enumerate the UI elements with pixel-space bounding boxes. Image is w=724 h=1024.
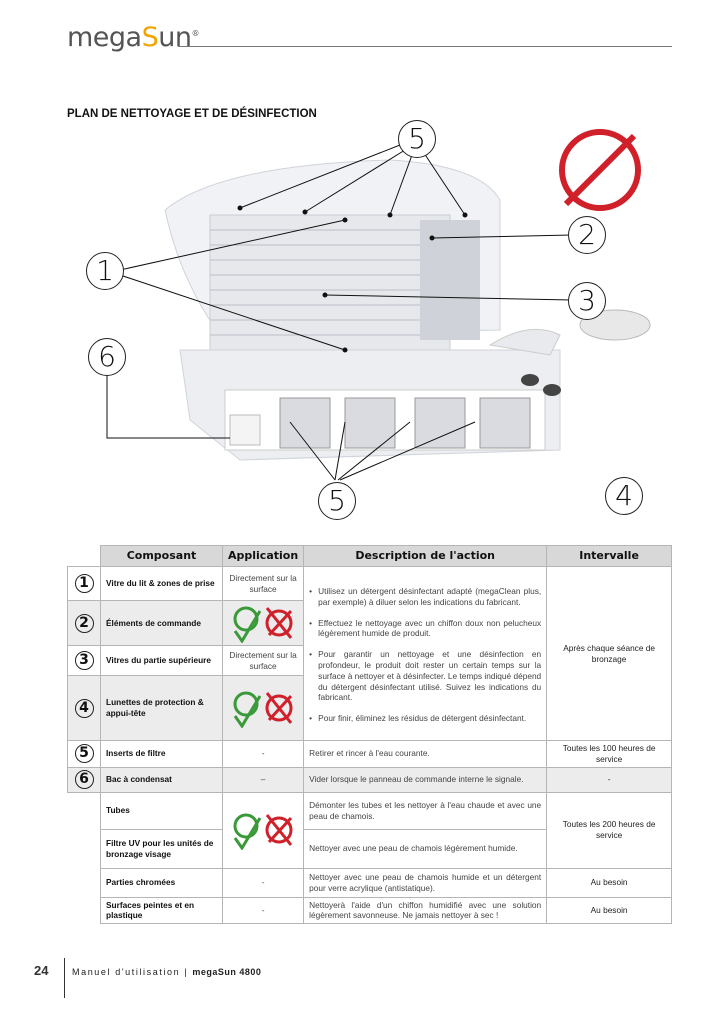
application-cell: Directement sur la surface xyxy=(221,566,305,601)
spray-forbidden-icon xyxy=(265,814,293,846)
callout-3: 3 xyxy=(568,282,606,320)
application-icons xyxy=(221,791,305,869)
component-cell: Vitre du lit & zones de prise xyxy=(100,566,223,601)
page-title: PLAN DE NETTOYAGE ET DE DÉSINFECTION xyxy=(67,108,317,120)
component-cell: Parties chromées xyxy=(100,867,223,898)
description-cell: Nettoyer avec une peau de chamois légère… xyxy=(303,828,548,869)
description-cell: Nettoyer avec une peau de chamois humide… xyxy=(303,867,548,898)
header-description: Description de l'action xyxy=(303,545,548,567)
footer-manual-title: Manuel d'utilisation | megaSun 4800 xyxy=(72,967,262,977)
callout-5-bottom: 5 xyxy=(318,482,356,520)
spray-forbidden-icon xyxy=(265,692,293,724)
component-cell: Lunettes de protection & appui-tête xyxy=(100,675,223,741)
component-cell: Bac à condensat xyxy=(100,766,223,793)
application-cell: - xyxy=(221,867,305,898)
interval-cell: Toutes les 200 heures de service xyxy=(546,791,672,869)
row-number: 4 xyxy=(74,698,94,718)
application-icons xyxy=(221,600,305,646)
callout-4: 4 xyxy=(605,477,643,515)
header-application: Application xyxy=(221,545,305,567)
callout-6: 6 xyxy=(88,338,126,376)
callout-2: 2 xyxy=(568,216,606,254)
row-number: 2 xyxy=(74,613,94,633)
interval-cell: Toutes les 100 heures de service xyxy=(546,740,672,768)
header-rule xyxy=(178,46,672,47)
description-bullet: Pour garantir un nettoyage et une désinf… xyxy=(309,649,541,703)
spray-allowed-icon xyxy=(233,691,262,728)
header-composant: Composant xyxy=(100,545,223,567)
application-cell: – xyxy=(221,766,305,793)
description-bullet: Pour finir, éliminez les résidus de déte… xyxy=(309,713,541,724)
description-cell: Vider lorsque le panneau de commande int… xyxy=(303,766,548,793)
row-number: 5 xyxy=(74,744,94,764)
application-cell: Directement sur la surface xyxy=(221,645,305,676)
group-description: Utilisez un détergent désinfectant adapt… xyxy=(303,566,548,741)
tanning-bed-illustration: 5 1 2 3 6 4 5 xyxy=(60,120,680,530)
cleaning-table: Composant Application Description de l'a… xyxy=(67,545,672,925)
row-number: 1 xyxy=(74,574,94,593)
component-cell: Éléments de commande xyxy=(100,600,223,646)
interval-cell: Au besoin xyxy=(546,896,672,925)
component-cell: Surfaces peintes et en plastique xyxy=(100,896,223,925)
footer-divider xyxy=(64,958,65,998)
component-cell: Filtre UV pour les unités de bronzage vi… xyxy=(100,828,223,869)
application-cell: - xyxy=(221,896,305,925)
spray-allowed-icon xyxy=(233,606,262,643)
header-intervalle: Intervalle xyxy=(546,545,672,567)
component-cell: Vitres du partie supérieure xyxy=(100,645,223,676)
interval-cell: Au besoin xyxy=(546,867,672,898)
spray-allowed-icon xyxy=(233,813,262,851)
spray-forbidden-icon xyxy=(265,607,293,639)
description-bullet: Effectuez le nettoyage avec un chiffon d… xyxy=(309,618,541,640)
description-cell: Démonter les tubes et les nettoyer à l'e… xyxy=(303,791,548,830)
interval-cell: Après chaque séance de bronzage xyxy=(546,566,672,741)
callout-5-top: 5 xyxy=(398,120,436,158)
row-number: 6 xyxy=(74,770,94,790)
application-cell: - xyxy=(221,740,305,768)
interval-cell: - xyxy=(546,766,672,793)
description-cell: Retirer et rincer à l'eau courante. xyxy=(303,740,548,768)
page-number: 24 xyxy=(34,963,49,978)
callout-1: 1 xyxy=(86,252,124,290)
application-icons xyxy=(221,675,305,741)
component-cell: Inserts de filtre xyxy=(100,740,223,768)
megasun-logo: megaSun® xyxy=(67,22,199,53)
description-bullet: Utilisez un détergent désinfectant adapt… xyxy=(309,586,541,608)
row-number: 3 xyxy=(74,651,94,670)
description-cell: Nettoyerà l'aide d'un chiffon humidifié … xyxy=(303,896,548,925)
component-cell: Tubes xyxy=(100,791,223,830)
